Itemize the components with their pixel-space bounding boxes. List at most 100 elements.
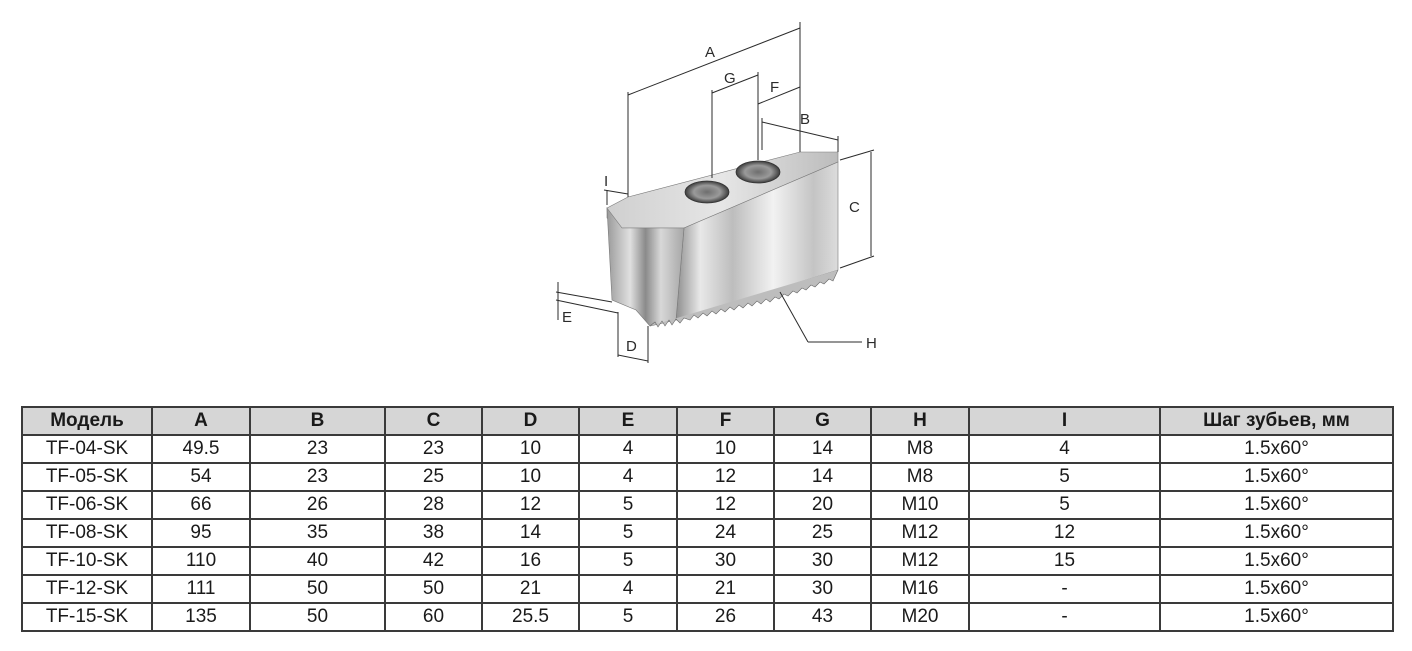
table-cell: 110 <box>151 546 251 576</box>
table-cell: 14 <box>773 434 872 464</box>
table-cell: 15 <box>968 546 1161 576</box>
table-cell: TF-12-SK <box>21 574 153 604</box>
table-cell: 5 <box>968 462 1161 492</box>
table-cell: 30 <box>676 546 775 576</box>
table-cell: M8 <box>870 434 970 464</box>
table-row: TF-10-SK 110 40 42 16 5 30 30 M12 15 1.5… <box>21 546 1394 576</box>
label-f: F <box>770 79 779 96</box>
table-cell: 10 <box>481 434 580 464</box>
dimension-g: G <box>711 70 759 178</box>
table-cell: M12 <box>870 546 970 576</box>
table-cell: 28 <box>384 490 483 520</box>
table-cell: 1.5x60° <box>1159 546 1394 576</box>
column-header: H <box>870 406 970 436</box>
table-cell: 135 <box>151 602 251 632</box>
table-cell: 26 <box>676 602 775 632</box>
table-cell: 5 <box>968 490 1161 520</box>
label-h: H <box>866 335 877 352</box>
table-cell: 30 <box>773 546 872 576</box>
table-header-row: Модель A B C D E F G H I Шаг зубьев, мм <box>21 406 1394 436</box>
table-cell: 24 <box>676 518 775 548</box>
table-cell: 5 <box>578 518 678 548</box>
dimension-e: E <box>555 282 619 326</box>
column-header: Шаг зубьев, мм <box>1159 406 1394 436</box>
table-cell: 30 <box>773 574 872 604</box>
table-cell: TF-05-SK <box>21 462 153 492</box>
table-cell: 4 <box>578 462 678 492</box>
table-cell: 1.5x60° <box>1159 518 1394 548</box>
table-cell: 42 <box>384 546 483 576</box>
label-i: I <box>604 173 608 190</box>
table-row: TF-12-SK 111 50 50 21 4 21 30 M16 - 1.5x… <box>21 574 1394 604</box>
dimension-f: F <box>757 79 801 105</box>
label-g: G <box>724 70 736 87</box>
table-cell: 5 <box>578 490 678 520</box>
column-header: I <box>968 406 1161 436</box>
dimension-d: D <box>617 312 649 363</box>
table-cell: 5 <box>578 602 678 632</box>
table-cell: M16 <box>870 574 970 604</box>
table-cell: 43 <box>773 602 872 632</box>
table-cell: 21 <box>676 574 775 604</box>
table-row: TF-08-SK 95 35 38 14 5 24 25 M12 12 1.5x… <box>21 518 1394 548</box>
table-cell: TF-04-SK <box>21 434 153 464</box>
table-cell: 111 <box>151 574 251 604</box>
column-header: C <box>384 406 483 436</box>
label-e: E <box>562 309 572 326</box>
table-cell: 20 <box>773 490 872 520</box>
table-cell: 1.5x60° <box>1159 574 1394 604</box>
table-row: TF-15-SK 135 50 60 25.5 5 26 43 M20 - 1.… <box>21 602 1394 632</box>
jaw-isometric-svg: A G F B C I <box>555 22 877 363</box>
table-cell: 1.5x60° <box>1159 490 1394 520</box>
table-cell: 66 <box>151 490 251 520</box>
table-row: TF-04-SK 49.5 23 23 10 4 10 14 M8 4 1.5x… <box>21 434 1394 464</box>
table-cell: M10 <box>870 490 970 520</box>
table-cell: M8 <box>870 462 970 492</box>
table-cell: M20 <box>870 602 970 632</box>
table-cell: 12 <box>676 462 775 492</box>
table-cell: 60 <box>384 602 483 632</box>
table-cell: 50 <box>249 602 386 632</box>
table-cell: 5 <box>578 546 678 576</box>
table-cell: 14 <box>773 462 872 492</box>
dimension-a: A <box>627 22 801 197</box>
table-cell: 23 <box>384 434 483 464</box>
table-cell: 4 <box>968 434 1161 464</box>
table-cell: 25 <box>773 518 872 548</box>
column-header: D <box>481 406 580 436</box>
label-a: A <box>705 44 715 61</box>
table-cell: 12 <box>481 490 580 520</box>
table-row: TF-06-SK 66 26 28 12 5 12 20 M10 5 1.5x6… <box>21 490 1394 520</box>
table-cell: 12 <box>968 518 1161 548</box>
table-cell: 35 <box>249 518 386 548</box>
label-b: B <box>800 111 810 128</box>
table-row: TF-05-SK 54 23 25 10 4 12 14 M8 5 1.5x60… <box>21 462 1394 492</box>
table-cell: 23 <box>249 462 386 492</box>
table-cell: 25.5 <box>481 602 580 632</box>
dimension-b: B <box>761 111 839 152</box>
table-cell: 4 <box>578 434 678 464</box>
table-cell: 23 <box>249 434 386 464</box>
table-cell: 54 <box>151 462 251 492</box>
table-cell: 16 <box>481 546 580 576</box>
column-header: Модель <box>21 406 153 436</box>
table-body: TF-04-SK 49.5 23 23 10 4 10 14 M8 4 1.5x… <box>21 434 1394 632</box>
table-cell: 12 <box>676 490 775 520</box>
dimension-c: C <box>839 149 875 269</box>
column-header: F <box>676 406 775 436</box>
table-cell: TF-08-SK <box>21 518 153 548</box>
label-c: C <box>849 199 860 216</box>
column-header: G <box>773 406 872 436</box>
column-header: E <box>578 406 678 436</box>
table-cell: 26 <box>249 490 386 520</box>
table-cell: 14 <box>481 518 580 548</box>
specification-table: Модель A B C D E F G H I Шаг зубьев, мм … <box>21 406 1394 632</box>
mounting-hole-1 <box>684 180 730 204</box>
table-cell: 4 <box>578 574 678 604</box>
table-cell: 95 <box>151 518 251 548</box>
table-cell: - <box>968 574 1161 604</box>
table-cell: 40 <box>249 546 386 576</box>
table-cell: TF-10-SK <box>21 546 153 576</box>
table-cell: 50 <box>384 574 483 604</box>
table-cell: TF-15-SK <box>21 602 153 632</box>
